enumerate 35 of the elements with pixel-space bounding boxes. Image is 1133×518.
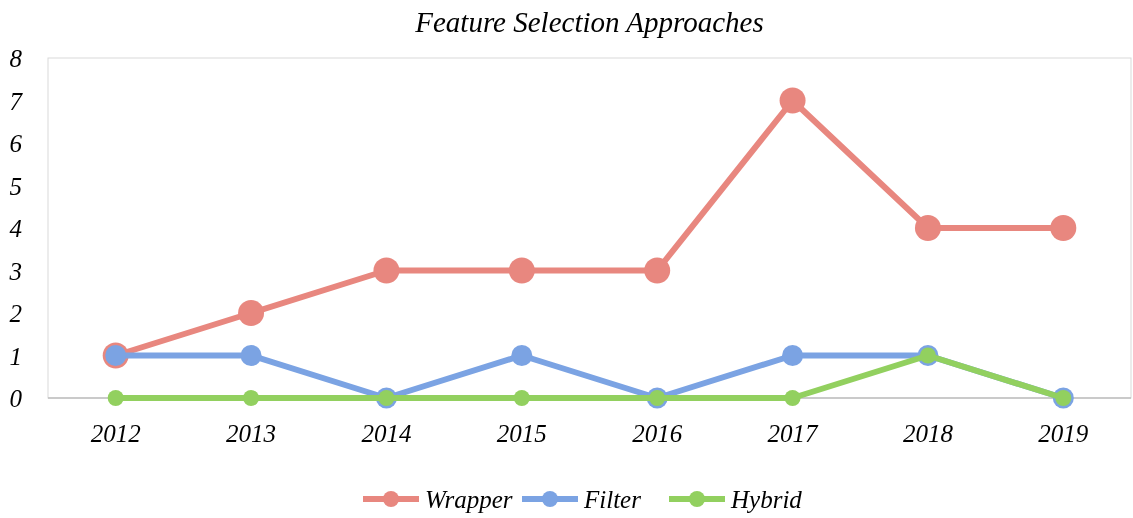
point [240, 345, 262, 366]
y-tick-label: 5 [9, 172, 22, 200]
point [644, 257, 671, 284]
x-tick-label: 2014 [361, 420, 412, 447]
x-tick-label: 2016 [632, 420, 683, 447]
chart-title: Feature Selection Approaches [415, 6, 764, 38]
y-tick-label: 6 [9, 130, 22, 157]
point [243, 390, 260, 406]
x-tick-label: 2018 [902, 420, 953, 447]
y-tick-label: 1 [9, 342, 22, 370]
legend-label: Hybrid [731, 486, 802, 513]
point [779, 87, 806, 114]
point [508, 257, 535, 284]
point [784, 390, 801, 406]
point [1050, 215, 1077, 241]
x-tick-label: 2017 [767, 420, 818, 447]
legend-label: Wrapper [425, 486, 513, 513]
point [513, 390, 530, 406]
legend-label: Filter [584, 486, 641, 513]
x-tick-label: 2012 [90, 420, 141, 447]
y-tick-label: 3 [9, 257, 22, 285]
x-tick-label: 2019 [1038, 420, 1089, 447]
point [914, 215, 941, 241]
point [511, 345, 533, 366]
y-tick-label: 0 [9, 385, 22, 412]
x-tick-label: 2015 [496, 420, 547, 447]
y-tick-label: 7 [9, 87, 22, 115]
point [238, 300, 265, 326]
x-tick-label: 2013 [226, 420, 277, 447]
y-tick-label: 8 [9, 45, 22, 72]
point [107, 390, 124, 406]
point [373, 257, 400, 284]
y-tick-label: 2 [9, 300, 22, 327]
point [782, 345, 804, 366]
y-tick-label: 4 [9, 215, 22, 242]
